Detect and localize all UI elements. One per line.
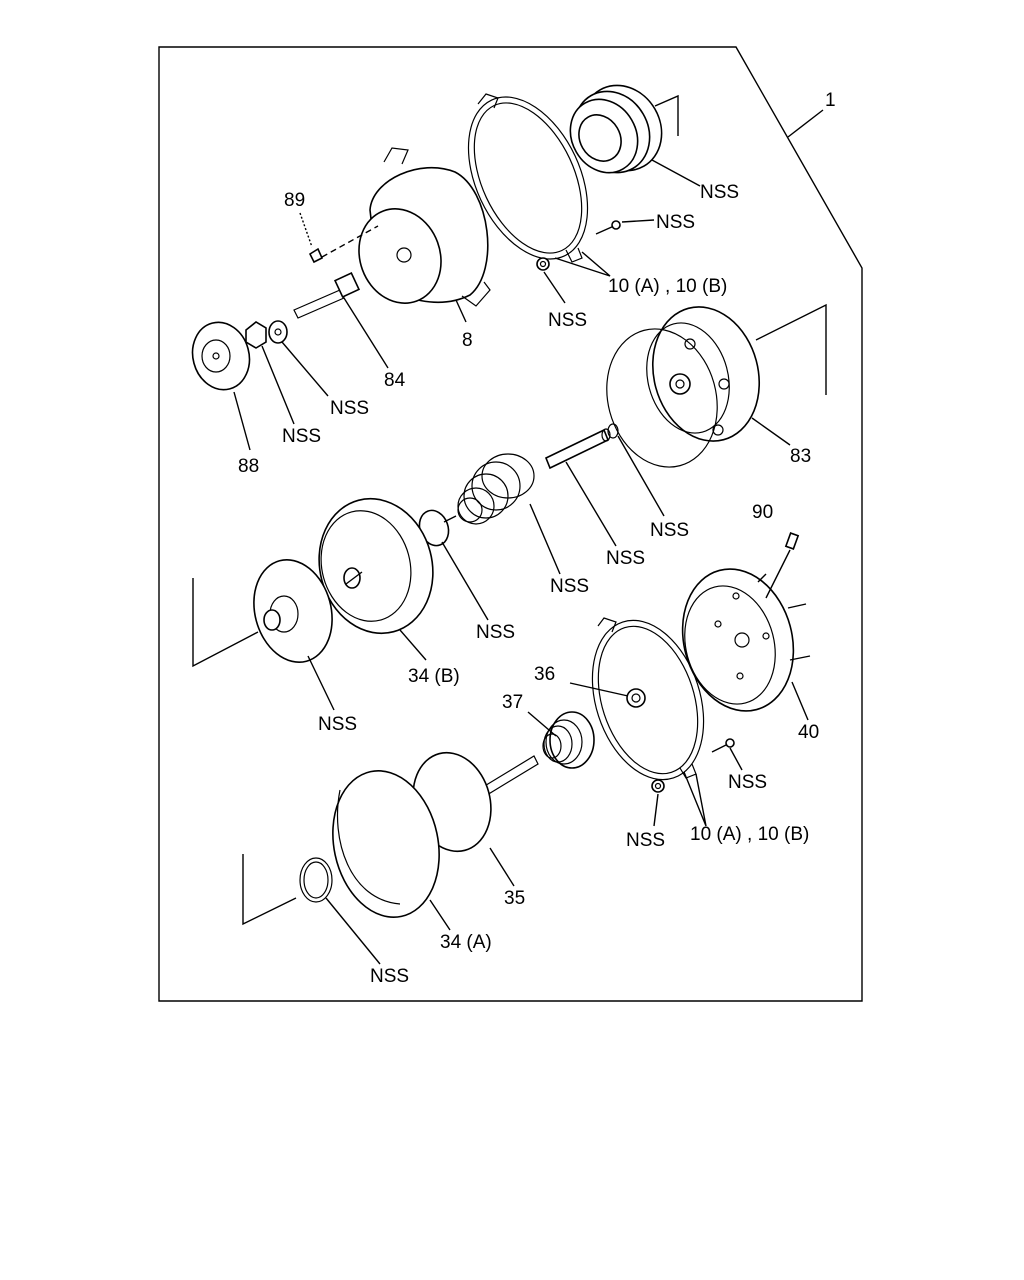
oring-83 — [606, 328, 718, 468]
chamber-83-leader — [751, 417, 791, 446]
disc-88-leader — [233, 391, 251, 451]
label-nss-boot: NSS — [700, 182, 739, 203]
seal-37 — [542, 711, 595, 769]
label-89: 89 — [284, 190, 305, 211]
label-nss-oring-bottom: NSS — [370, 966, 409, 987]
stud-84 — [293, 271, 361, 319]
label-nss-screw-mid: NSS — [728, 772, 767, 793]
nut-bottom-leader — [653, 793, 659, 827]
disc-88 — [191, 321, 251, 391]
assembly-leader — [787, 109, 824, 138]
label-37: 37 — [502, 692, 523, 713]
oring-bottom-leader — [325, 897, 381, 965]
label-34a: 34 (A) — [440, 932, 492, 953]
nut-top-leader — [543, 271, 566, 304]
label-36: 36 — [534, 664, 555, 685]
label-40: 40 — [798, 722, 819, 743]
piston-plate-bracket — [192, 578, 259, 668]
clamp-ring-bottom — [591, 617, 705, 781]
label-nss-nut-bottom: NSS — [626, 830, 665, 851]
piston-35-leader — [489, 847, 515, 887]
label-88: 88 — [238, 456, 259, 477]
cone-housing — [358, 147, 491, 307]
label-nss-plate-left: NSS — [318, 714, 357, 735]
label-clamp-top: 10 (A) , 10 (B) — [608, 276, 727, 297]
label-34b: 34 (B) — [408, 666, 460, 687]
cover-34a — [332, 770, 440, 918]
label-84: 84 — [384, 370, 406, 391]
cover-34a-leader — [429, 899, 451, 931]
plug-89-axis — [321, 225, 379, 258]
label-nss-pin: NSS — [606, 548, 645, 569]
diagram-frame — [158, 46, 863, 1002]
pin — [544, 428, 611, 470]
oring-bottom-inner — [303, 861, 329, 899]
small-oring-leader — [617, 435, 665, 517]
label-nss-spring: NSS — [550, 576, 589, 597]
screw-top-leader — [621, 219, 655, 223]
stud-84-leader — [343, 297, 389, 369]
nut-bottom — [651, 779, 665, 793]
piston-plate-leader — [307, 655, 335, 711]
label-8: 8 — [462, 330, 473, 351]
seal-37-leader — [527, 711, 557, 737]
label-clamp-bottom: 10 (A) , 10 (B) — [690, 824, 809, 845]
nut-36 — [626, 688, 646, 708]
label-nss-washer: NSS — [330, 398, 369, 419]
small-oring — [607, 423, 619, 439]
screw-mid — [711, 738, 735, 753]
nut-left — [245, 321, 267, 349]
label-35: 35 — [504, 888, 525, 909]
cone-leader — [455, 299, 467, 323]
clamp-bottom-leader — [683, 771, 707, 827]
spring — [457, 453, 535, 525]
oring-bottom — [299, 857, 333, 903]
plug-89-leader — [299, 212, 313, 248]
washer-leader — [281, 341, 329, 397]
boot-bracket — [654, 94, 679, 136]
rubber-boot — [569, 84, 663, 174]
plug-89 — [308, 247, 324, 264]
label-assembly-1: 1 — [825, 90, 836, 111]
chamber-83 — [646, 306, 761, 442]
piston-plate — [253, 559, 333, 663]
label-nss-nut-top: NSS — [548, 310, 587, 331]
nut-top — [536, 257, 550, 271]
screw-mid-leader — [729, 747, 743, 771]
diaphragm-34b — [318, 497, 434, 635]
nut-left-leader — [261, 345, 295, 425]
chamber-40 — [681, 568, 811, 712]
boot-leader — [651, 159, 701, 187]
nut-36-leader — [569, 682, 629, 697]
cover-bracket — [242, 854, 297, 926]
label-90: 90 — [752, 502, 773, 523]
chamber-40-leader — [791, 681, 809, 721]
screw-top — [595, 220, 621, 235]
clamp-ring-top — [467, 93, 589, 263]
chamber-83-bracket — [755, 303, 827, 395]
label-nss-oring-83: NSS — [650, 520, 689, 541]
spring-leader — [529, 503, 561, 575]
label-nss-screw-top: NSS — [656, 212, 695, 233]
label-nss-plate-small: NSS — [476, 622, 515, 643]
bolt-90 — [784, 532, 800, 550]
diaphragm-34b-leader — [399, 629, 427, 661]
label-nss-nut-left: NSS — [282, 426, 321, 447]
bolt-90-leader — [765, 549, 791, 599]
washer-left — [268, 320, 288, 344]
spring-plate-leader — [441, 541, 489, 621]
pin-leader — [565, 461, 617, 547]
clamp-top-leader — [554, 251, 611, 277]
label-83: 83 — [790, 446, 811, 467]
